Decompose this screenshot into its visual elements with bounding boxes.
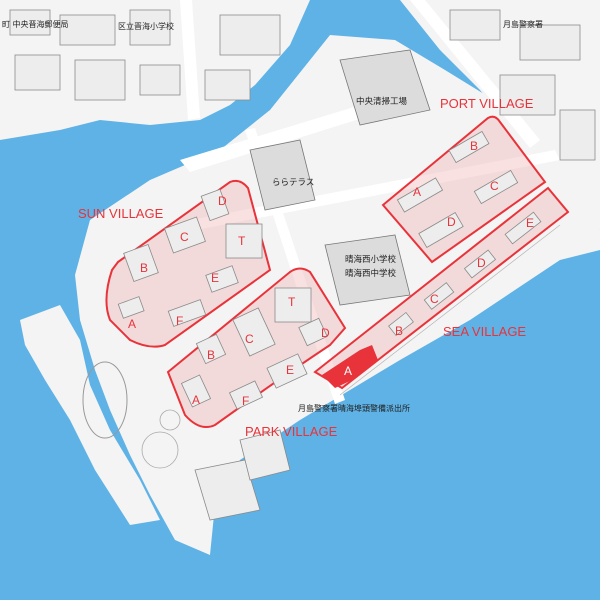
cleaning-plant-building bbox=[339, 49, 431, 126]
label-lala-terrace: ららテラス bbox=[272, 178, 314, 188]
label-school-middle: 晴海西中学校 bbox=[345, 268, 397, 279]
label-elementary-school-top: 区立晋海小学校 bbox=[118, 21, 174, 31]
lala-terrace-building bbox=[249, 139, 316, 211]
left-pier bbox=[20, 305, 160, 525]
port-block-d: D bbox=[447, 215, 456, 229]
port-block-a: A bbox=[413, 185, 421, 199]
building-south bbox=[194, 459, 261, 521]
port-village-buildings bbox=[396, 130, 519, 248]
sports-field bbox=[82, 361, 128, 439]
sea-block-c: C bbox=[430, 292, 439, 306]
building-south-2 bbox=[239, 429, 291, 481]
sun-block-b: B bbox=[140, 261, 148, 275]
label-school-elem: 晴海西小学校 bbox=[345, 254, 397, 265]
label-cleaning-plant: 中央清掃工場 bbox=[356, 96, 408, 107]
sea-village-block-a-highlight bbox=[322, 345, 378, 388]
school-building bbox=[324, 234, 411, 306]
sea-block-a: A bbox=[344, 364, 352, 378]
road-lower bbox=[165, 150, 560, 235]
port-block-b: B bbox=[470, 139, 478, 153]
park-block-t: T bbox=[288, 295, 296, 309]
label-sun-village: SUN VILLAGE bbox=[78, 206, 164, 221]
road-north bbox=[180, 0, 200, 120]
label-port-village: PORT VILLAGE bbox=[440, 96, 534, 111]
park-block-e: E bbox=[286, 363, 294, 377]
coast-edge-line bbox=[339, 224, 561, 396]
sun-block-d: D bbox=[218, 194, 227, 208]
sea-village-buildings bbox=[388, 211, 542, 337]
park-block-a: A bbox=[192, 393, 200, 407]
park-block-f: F bbox=[242, 394, 249, 408]
city-blocks-northwest bbox=[9, 9, 281, 101]
label-sea-village: SEA VILLAGE bbox=[443, 324, 526, 339]
garden-circle bbox=[141, 431, 179, 469]
park-village-buildings bbox=[180, 287, 328, 410]
park-block-b: B bbox=[207, 348, 215, 362]
label-police-station-top: 月島警察署 bbox=[503, 19, 543, 29]
label-park-village: PARK VILLAGE bbox=[245, 424, 338, 439]
sun-block-f: F bbox=[176, 314, 183, 328]
sun-block-c: C bbox=[180, 230, 189, 244]
label-police-box: 月島警察署晴海埠頭警備派出所 bbox=[298, 403, 410, 413]
park-block-c: C bbox=[245, 332, 254, 346]
sun-village-zone bbox=[105, 179, 272, 348]
park-block-d: D bbox=[321, 326, 330, 340]
port-village-zone bbox=[381, 115, 547, 264]
sea-block-e: E bbox=[526, 216, 534, 230]
sun-block-t: T bbox=[238, 234, 246, 248]
sun-village-buildings bbox=[117, 188, 263, 327]
garden-circle-2 bbox=[159, 409, 181, 431]
sun-block-e: E bbox=[211, 271, 219, 285]
city-blocks-northeast bbox=[449, 9, 596, 161]
sun-block-a: A bbox=[128, 317, 136, 331]
sea-block-b: B bbox=[395, 324, 403, 338]
sea-block-d: D bbox=[477, 256, 486, 270]
label-post-office: 町 中央晋海郵便局 bbox=[2, 19, 69, 29]
port-block-c: C bbox=[490, 179, 499, 193]
